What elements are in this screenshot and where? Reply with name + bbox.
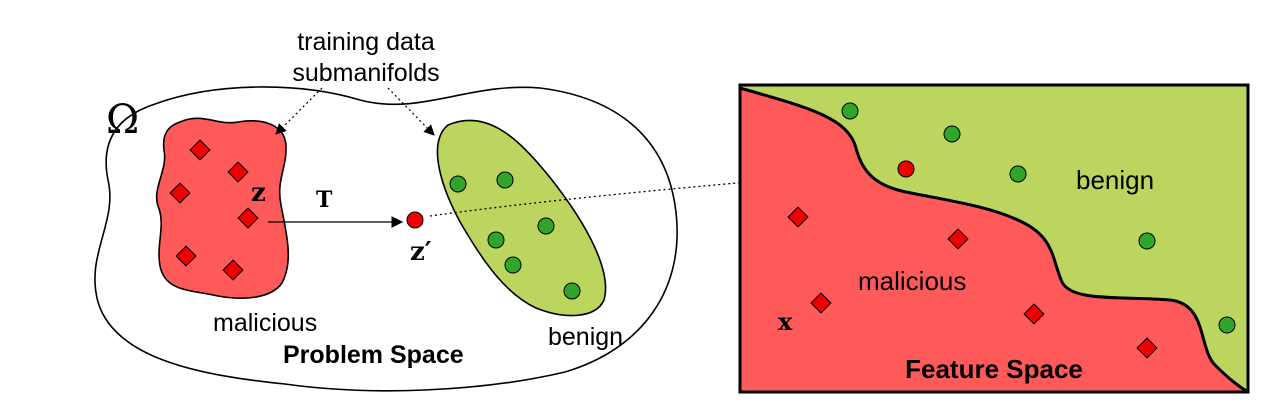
problem-space-boundary (94, 86, 678, 392)
malicious-point (227, 161, 249, 183)
feature-space-frame (738, 83, 1250, 394)
problem-benign-label: benign (548, 323, 623, 351)
feature-malicious-label: malicious (858, 266, 966, 296)
malicious-point (169, 182, 191, 204)
benign-point (943, 125, 961, 143)
z-label: z (251, 178, 266, 208)
callout-line-1: training data (297, 28, 435, 56)
benign-point (1138, 232, 1156, 250)
malicious-points (169, 139, 259, 281)
benign-point (487, 231, 505, 249)
feature-space: benign malicious x Feature Space (738, 83, 1250, 394)
benign-submanifold (436, 119, 607, 317)
benign-point (1009, 165, 1027, 183)
malicious-point (1136, 337, 1158, 359)
benign-point (841, 102, 859, 120)
malicious-point (787, 206, 809, 228)
malicious-point (1023, 303, 1045, 325)
callout-line-2: submanifolds (292, 59, 439, 87)
benign-point (496, 171, 514, 189)
problem-space-title: Problem Space (283, 341, 464, 369)
malicious-point (222, 259, 244, 281)
mapped-point (897, 160, 915, 178)
feature-mapping-arrow (429, 165, 892, 217)
benign-points (449, 171, 581, 300)
feature-benign-points (841, 102, 1236, 334)
problem-space: Ω training data submanifolds z T z′ mali… (94, 28, 678, 392)
z-prime-label: z′ (410, 237, 432, 267)
x-label: x (778, 307, 793, 336)
feature-malicious-points (787, 206, 1158, 359)
callout-arrow-malicious (275, 87, 323, 135)
benign-point (449, 175, 467, 193)
callout-arrow-benign (387, 87, 435, 136)
feature-benign-label: benign (1076, 165, 1154, 195)
malicious-point (947, 228, 969, 250)
benign-point (1218, 316, 1236, 334)
omega-symbol: Ω (106, 97, 139, 143)
malicious-submanifold (155, 117, 290, 299)
feature-space-title: Feature Space (905, 354, 1083, 384)
decision-boundary (739, 86, 1249, 394)
benign-point (563, 282, 581, 300)
malicious-point (237, 207, 259, 229)
malicious-point (189, 139, 211, 161)
problem-malicious-label: malicious (213, 309, 317, 337)
benign-point (504, 256, 522, 274)
malicious-point (175, 245, 197, 267)
t-label: T (316, 187, 333, 213)
malicious-point (810, 292, 832, 314)
z-prime-point (406, 211, 424, 229)
benign-point (537, 217, 555, 235)
feature-malicious-region (740, 88, 1248, 392)
